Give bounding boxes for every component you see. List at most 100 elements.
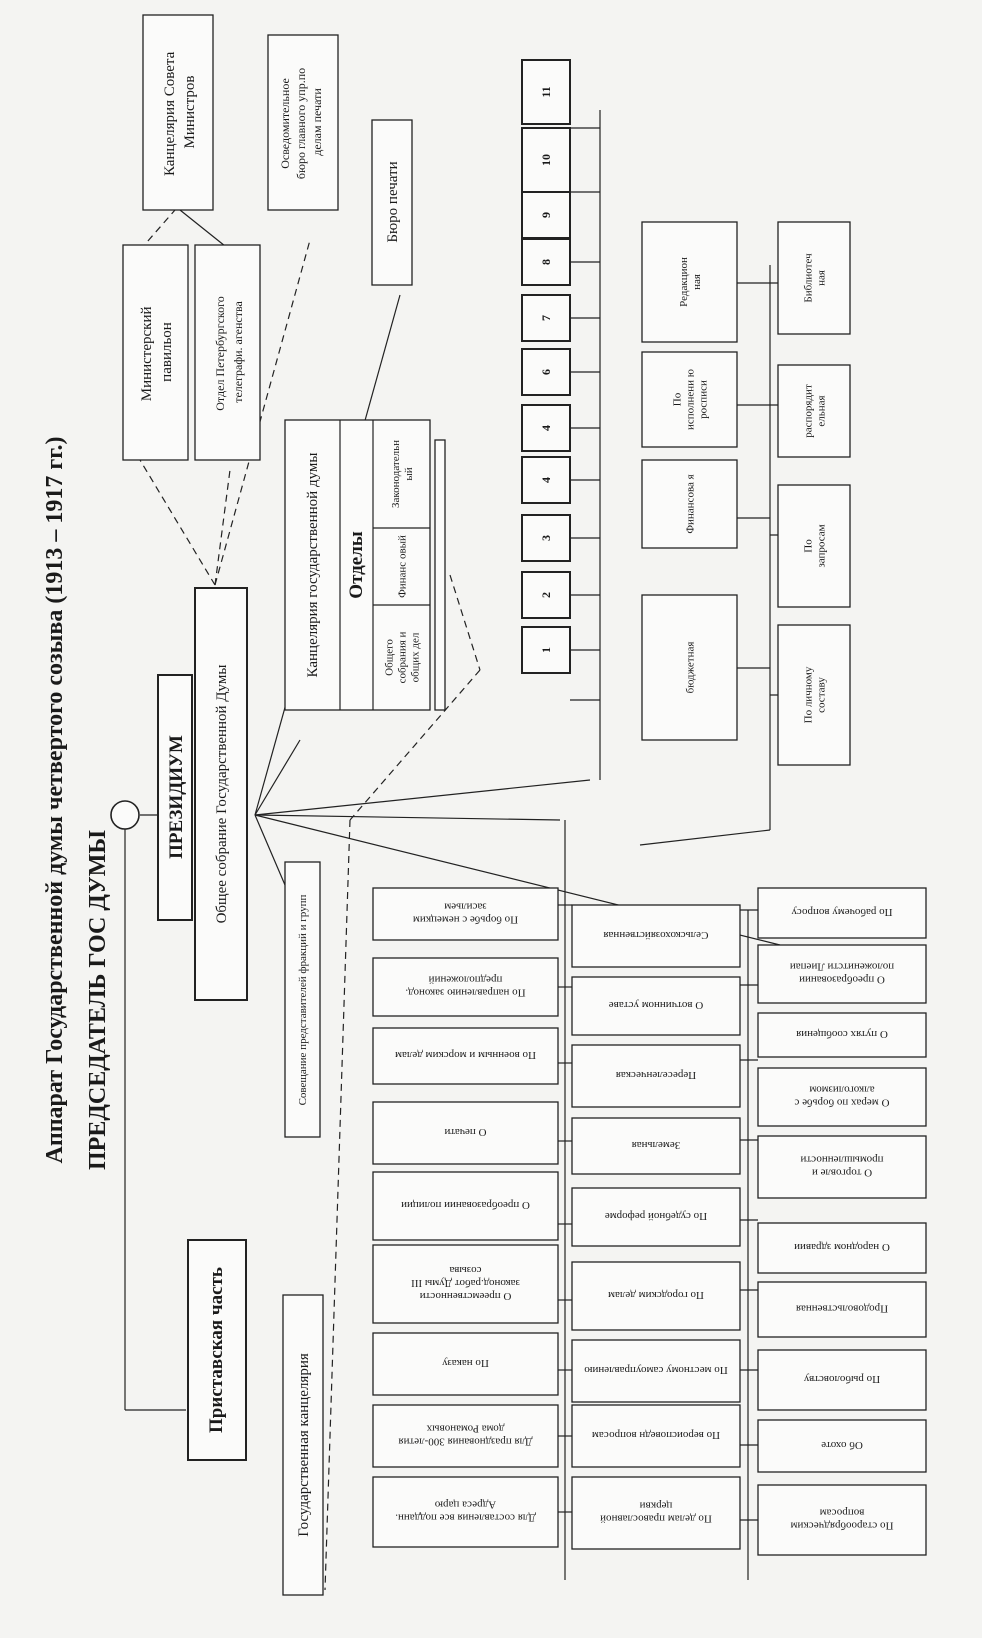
commission-row1-2: По направлению законод.предположений	[372, 957, 559, 1017]
numbered-unit-box	[521, 59, 571, 125]
information-bureau-line-2: бюро главного упр.по	[294, 68, 308, 179]
bailiff-part-label: Приставская часть	[206, 1267, 227, 1433]
commission-row1-label: О преобразовании полиции	[401, 1199, 530, 1211]
budget-commission-label: Редакционная	[678, 257, 703, 307]
commission-row1-box	[372, 1244, 559, 1324]
commission-row1-7: По наказу	[372, 1332, 559, 1396]
numbered-unit-label: 8	[539, 259, 553, 265]
commission-row2-box	[571, 1404, 741, 1468]
commission-row2-5: По судебной реформе	[571, 1187, 741, 1247]
numbered-unit-10: 10	[521, 127, 571, 193]
budget-commission-box	[641, 221, 738, 343]
commission-row2-box	[571, 1117, 741, 1175]
commission-row1-label: Для составления все подданн.Адреса царю	[395, 1499, 536, 1524]
numbered-unit-box	[521, 404, 571, 452]
telegraph-agency-line-1: Отдел Петербургского	[213, 296, 227, 410]
ministerial-pavilion-line-1: Министерский	[139, 306, 155, 401]
budget-commission-label-line: исполнени ю	[685, 369, 697, 430]
commission-row3-label-line: О торговле и	[812, 1167, 872, 1179]
budget-commission-1: бюджетная	[641, 594, 738, 741]
commission-row1-label-line: По борьбе с немецким	[413, 914, 518, 926]
commission-row3-label: О преобразованииположенитсти Лиепаи	[790, 961, 894, 986]
commission-row3-box	[757, 1349, 927, 1411]
ministers-chancellery-label: Канцелярия Совета Министров	[162, 48, 198, 176]
other-commission-label-line: распорядит	[803, 384, 815, 438]
commission-row1-label-line: законод.работ Думы III	[411, 1277, 520, 1289]
numbered-unit-3: 3	[521, 514, 571, 562]
budget-commission-label-line: Редакцион	[678, 257, 690, 307]
numbered-unit-label: 7	[539, 315, 553, 321]
commission-row1-box	[372, 1101, 559, 1165]
commission-row1-3: По военным и морским делам	[372, 1027, 559, 1085]
commission-row1-label: По направлению законод.предположений	[405, 974, 525, 999]
numbered-unit-label: 3	[539, 535, 553, 541]
numbered-unit-box	[521, 127, 571, 193]
commission-row3-label-line: алкоголизмом	[809, 1084, 874, 1096]
presidium-box: ПРЕЗИДИУМ	[157, 674, 193, 921]
numbered-unit-box	[521, 626, 571, 674]
commission-row1-label-line: дома Романовых	[426, 1423, 504, 1435]
commission-row3-box	[757, 887, 927, 939]
numbered-unit-box	[521, 456, 571, 504]
commission-row1-label-line: Для празднования 300-летия	[398, 1436, 532, 1448]
commission-row2-box	[571, 1044, 741, 1108]
commission-row2-9: По делам православнойцеркви	[571, 1476, 741, 1550]
other-commission-label: Позапросам	[803, 524, 828, 567]
department-2: Финанс овый	[396, 535, 408, 598]
commission-row2-3: Переселенческая	[571, 1044, 741, 1108]
telegraph-agency-line-2: телеграфи. агенства	[231, 301, 245, 403]
press-bureau-box: Бюро печати	[371, 119, 413, 286]
commission-row2-label: О вотчинном уставе	[609, 999, 704, 1011]
other-commission-label-line: По	[803, 539, 815, 553]
commission-row2-label-line: По делам православной	[600, 1513, 712, 1525]
department-3: Общегособрания иобщих дел	[384, 631, 422, 683]
commission-row1-label-line: предположений	[429, 974, 503, 986]
budget-commission-2: Финансова я	[641, 459, 738, 549]
commission-row3-4: О мерах по борьбе салкоголизмом	[757, 1067, 927, 1127]
numbered-unit-9: 9	[521, 191, 571, 239]
commission-row1-label-line: По направлению законод.	[405, 987, 525, 999]
commission-row3-9: Об охоте	[757, 1419, 927, 1473]
commission-row3-label-line: О преобразовании	[799, 974, 885, 986]
commission-row3-5: О торговле ипромышленности	[757, 1135, 927, 1199]
commission-row2-label: По вероисповедн вопросам	[592, 1429, 720, 1441]
numbered-unit-label: 1	[539, 647, 553, 653]
commission-row1-9: Для составления все подданн.Адреса царю	[372, 1476, 559, 1548]
numbered-unit-7: 7	[521, 294, 571, 342]
budget-commission-label-line: По	[672, 392, 684, 406]
commission-row1-label: По борьбе с немецкимзасильем	[413, 901, 518, 926]
other-commission-label-line: запросам	[816, 524, 828, 567]
commission-row1-6: О преемственностизаконод.работ Думы IIIс…	[372, 1244, 559, 1324]
commission-row1-box	[372, 1171, 559, 1241]
ministerial-pavilion-line-2: павильон	[159, 322, 175, 382]
other-commission-label-line: По личному	[803, 666, 815, 723]
commission-row3-label-line: вопросам	[820, 1507, 865, 1519]
commission-row3-label: По рыболовству	[803, 1373, 880, 1385]
information-bureau-line-3: делам печати	[310, 88, 324, 156]
departments-label: Отделы	[346, 531, 367, 599]
department-3-line: общих дел	[410, 632, 422, 682]
commission-row2-6: По городским делам	[571, 1261, 741, 1331]
state-chancellery-label: Государственная канцелярия	[296, 1353, 312, 1537]
commission-row2-label: Земельная	[632, 1139, 681, 1151]
commission-row3-box	[757, 944, 927, 1004]
commission-row2-label: Сельскохозяйственная	[603, 929, 708, 941]
department-1: Законодательный	[390, 440, 415, 508]
budget-commission-box	[641, 459, 738, 549]
commission-row3-8: По рыболовству	[757, 1349, 927, 1411]
commission-row2-8: По вероисповедн вопросам	[571, 1404, 741, 1468]
commission-row1-box	[372, 957, 559, 1017]
commission-row3-label: О народном здравии	[794, 1241, 890, 1253]
commission-row2-label: Переселенческая	[616, 1069, 696, 1081]
commission-row1-label: По наказу	[442, 1357, 489, 1369]
commission-row1-label: О печати	[444, 1126, 486, 1138]
numbered-unit-label: 2	[539, 592, 553, 598]
commission-row3-3: О путях сообщения	[757, 1012, 927, 1058]
duma-chancellery-box: Канцелярия государственной думы Отделы	[284, 419, 446, 711]
commission-row1-box	[372, 887, 559, 941]
commission-row3-label: Об охоте	[821, 1439, 863, 1451]
budget-commission-box	[641, 351, 738, 448]
